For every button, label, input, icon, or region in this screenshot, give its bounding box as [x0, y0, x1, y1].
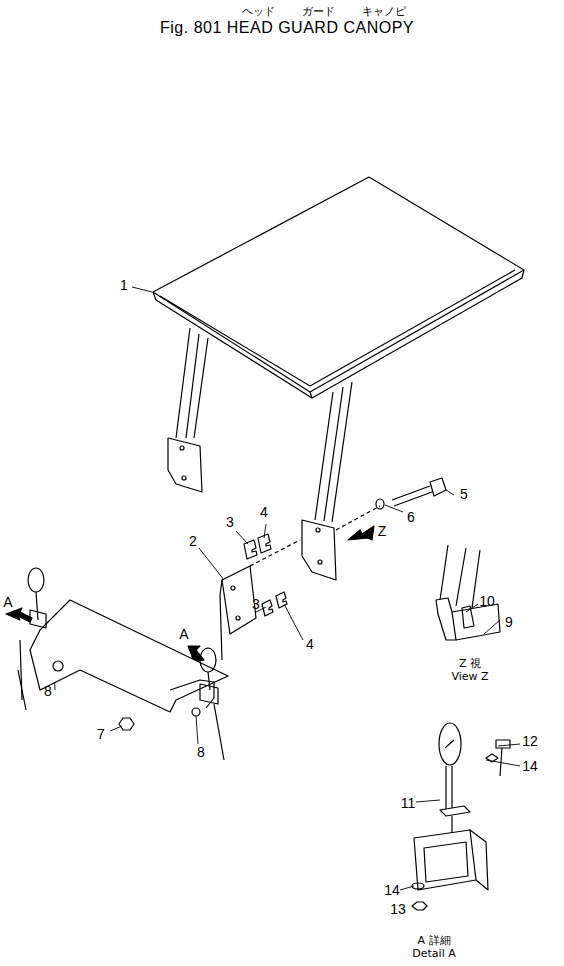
- callout-number: 6: [407, 510, 415, 524]
- view-marker: A: [179, 627, 188, 641]
- shim-plate: [220, 540, 300, 660]
- bolt: [376, 478, 446, 509]
- callout-number: 12: [522, 734, 538, 748]
- figure-title: Fig. 801 HEAD GUARD CANOPY: [160, 20, 414, 36]
- view-z: [436, 545, 500, 640]
- title-reading: ヘッド: [242, 6, 275, 17]
- callout-number: 14: [522, 759, 538, 773]
- callout-number: 4: [306, 637, 314, 651]
- view-marker: Z: [378, 524, 387, 538]
- canopy: [153, 177, 524, 580]
- callout-number: 9: [505, 615, 513, 629]
- view-caption: A 詳細: [417, 935, 450, 946]
- title-reading: ガード: [302, 6, 335, 17]
- callout-number: 8: [44, 684, 52, 698]
- callout-number: 13: [390, 902, 406, 916]
- detail-a: [412, 723, 510, 910]
- callout-number: 5: [460, 487, 468, 501]
- floor-plate: [18, 568, 228, 760]
- title-reading: キャノピ: [362, 6, 406, 17]
- callout-number: 1: [120, 278, 128, 292]
- callout-number: 7: [97, 727, 105, 741]
- callout-number: 2: [189, 534, 197, 548]
- callout-number: 11: [401, 796, 416, 810]
- callout-number: 4: [260, 505, 268, 519]
- view-marker: A: [3, 595, 12, 609]
- view-caption: Detail A: [412, 948, 455, 959]
- view-caption: Z 視: [459, 658, 481, 669]
- leader-lines: [54, 287, 520, 890]
- callout-number: 8: [197, 745, 205, 759]
- callout-number: 3: [226, 515, 234, 529]
- shims: [244, 534, 287, 616]
- callout-number: 14: [384, 883, 400, 897]
- view-caption: View Z: [451, 671, 488, 682]
- callout-number: 3: [252, 597, 260, 611]
- callout-number: 10: [479, 594, 495, 608]
